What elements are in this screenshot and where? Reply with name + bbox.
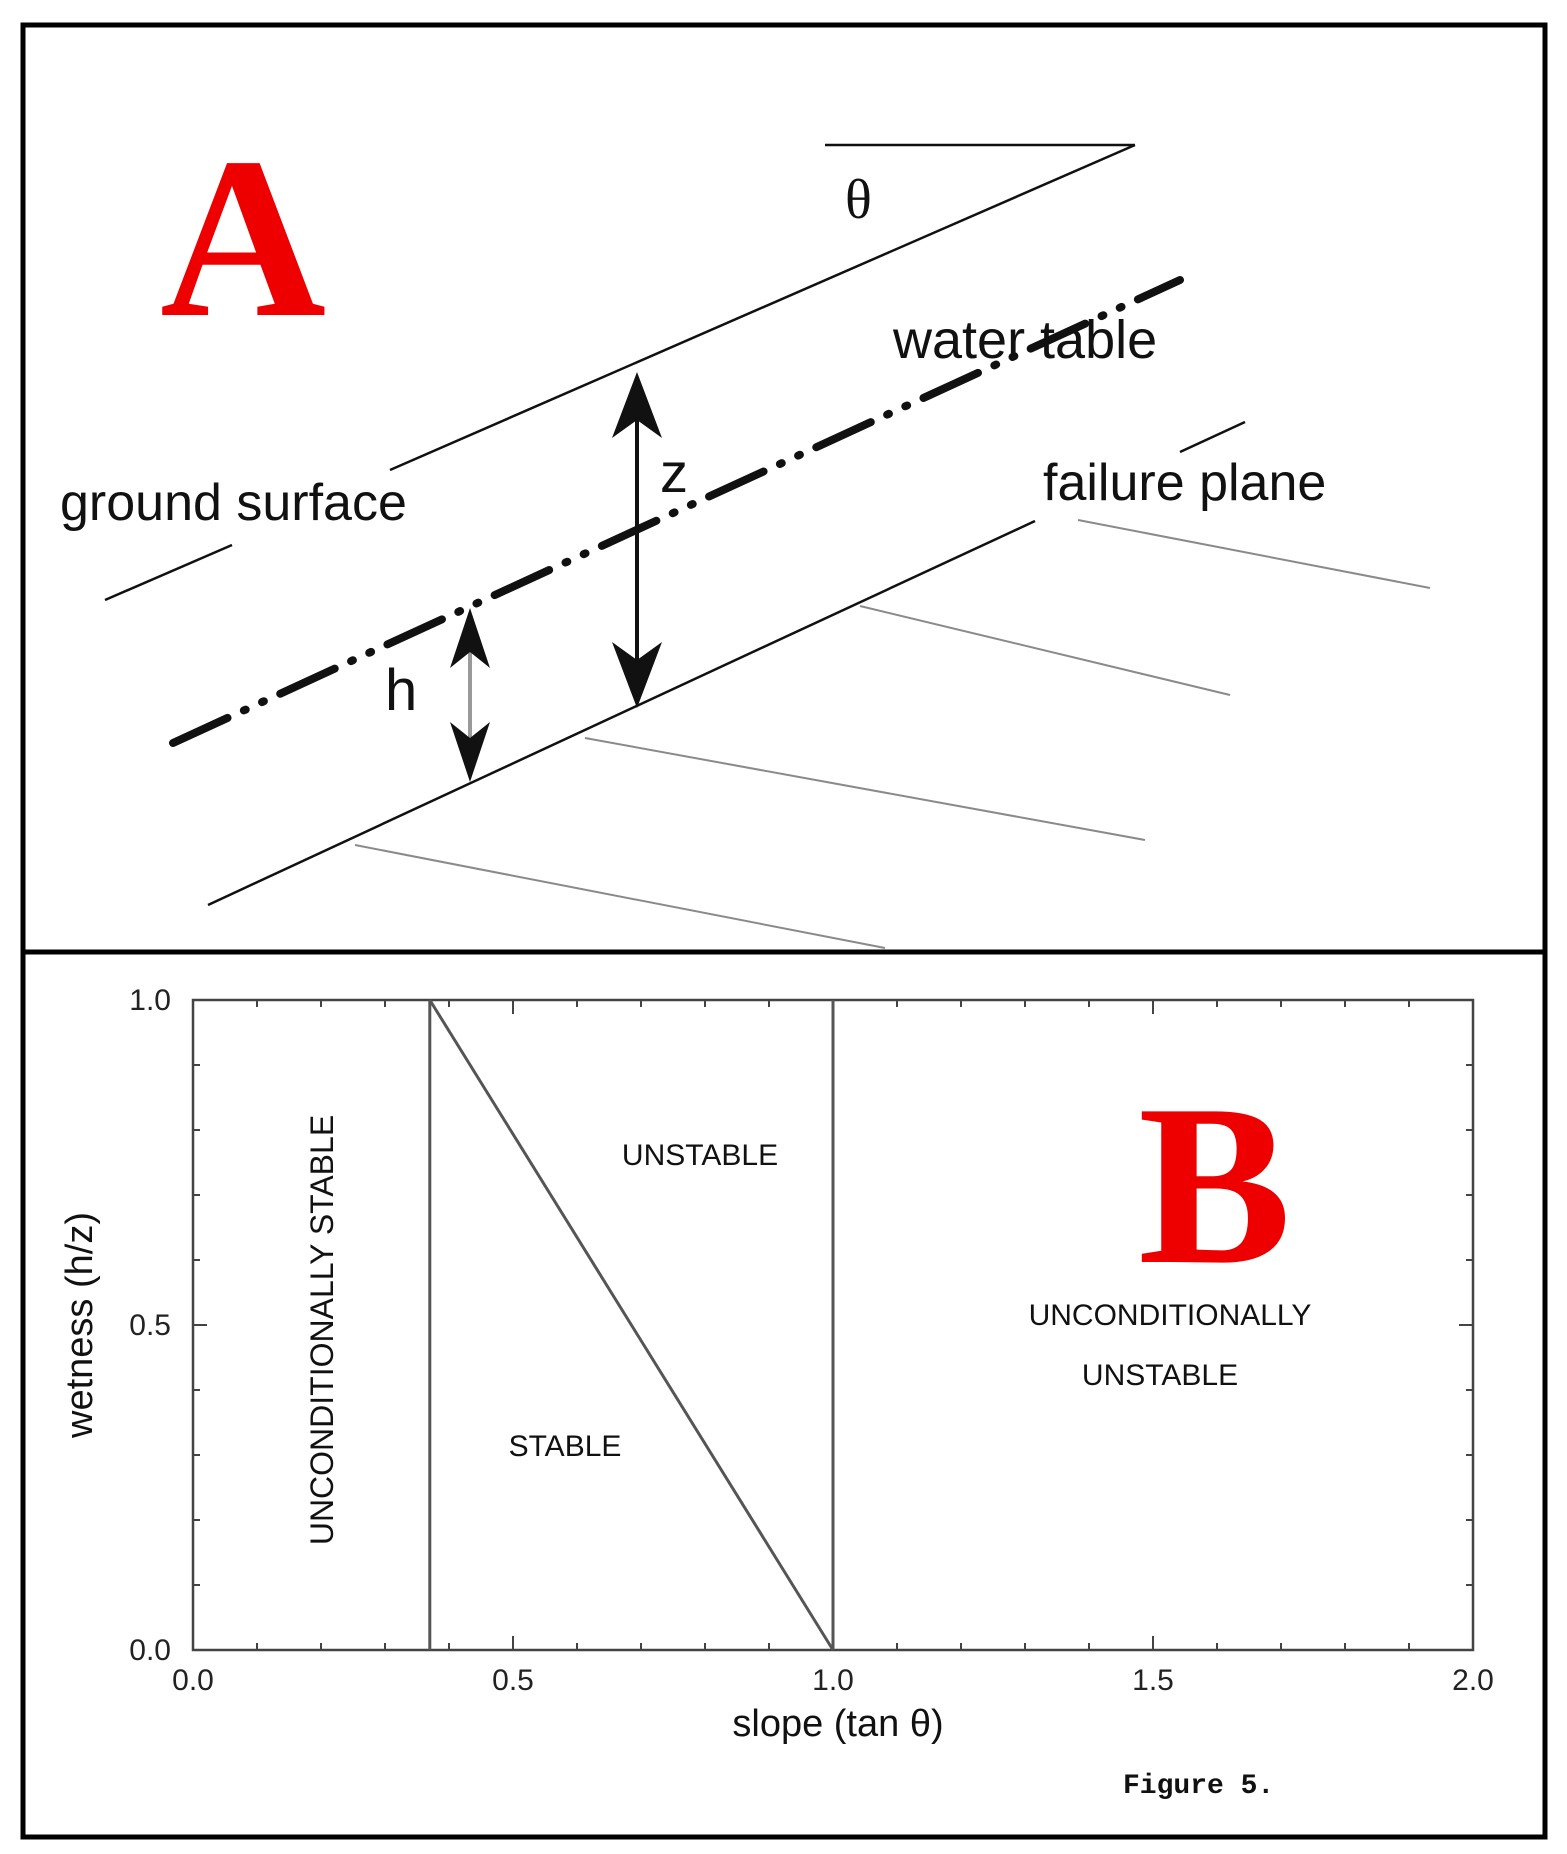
figure-caption: Figure 5. xyxy=(1123,1771,1274,1802)
x-tick-label: 2.0 xyxy=(1452,1664,1494,1697)
axis-ticks xyxy=(192,999,1474,1651)
x-axis-label: slope (tan θ) xyxy=(732,1703,943,1745)
x-tick-label: 1.5 xyxy=(1132,1664,1174,1697)
x-tick-label: 0.5 xyxy=(492,1664,534,1697)
x-tick-label: 0.0 xyxy=(172,1664,214,1697)
panel-a: A θ water table xyxy=(60,110,1431,949)
region-unstable: UNSTABLE xyxy=(622,1139,778,1172)
failure-plane-label: failure plane xyxy=(1043,454,1326,512)
h-label: h xyxy=(385,658,417,723)
panel-b-letter: B xyxy=(1138,1057,1291,1312)
y-tick-label: 0.5 xyxy=(129,1309,171,1342)
region-stable: STABLE xyxy=(509,1430,622,1463)
x-tick-label: 1.0 xyxy=(812,1664,854,1697)
y-tick-label: 0.0 xyxy=(129,1634,171,1667)
outer-frame xyxy=(20,22,1548,1840)
theta-label: θ xyxy=(845,169,872,231)
panel-a-letter: A xyxy=(160,110,326,365)
ground-surface-line xyxy=(389,143,1136,472)
region-unconditionally-stable: UNCONDITIONALLY STABLE xyxy=(304,1115,340,1545)
bedrock-hatching xyxy=(354,519,1431,949)
z-dimension-arrow xyxy=(612,372,662,708)
z-label: z xyxy=(660,441,688,504)
stability-boundary-line-2 xyxy=(428,999,835,1651)
y-axis-label: wetness (h/z) xyxy=(59,1212,101,1439)
h-dimension-arrow xyxy=(450,608,490,782)
failure-plane-line xyxy=(207,519,1036,907)
region-unconditionally-unstable-line1: UNCONDITIONALLY xyxy=(1029,1299,1312,1332)
panel-b: 0.0 0.5 1.0 1.5 2.0 0.0 0.5 1.0 slope (tan θ) w… xyxy=(59,984,1494,1802)
ground-surface-leader xyxy=(104,543,233,602)
water-table-label: water table xyxy=(892,310,1157,370)
region-unconditionally-unstable-line2: UNSTABLE xyxy=(1082,1359,1238,1392)
ground-surface-label: ground surface xyxy=(60,474,407,532)
water-table-line xyxy=(169,276,1184,747)
chart-series xyxy=(428,999,835,1651)
tick-labels: 0.0 0.5 1.0 1.5 2.0 0.0 0.5 1.0 xyxy=(129,984,1494,1697)
failure-plane-leader xyxy=(1179,420,1246,454)
y-tick-label: 1.0 xyxy=(129,984,171,1017)
